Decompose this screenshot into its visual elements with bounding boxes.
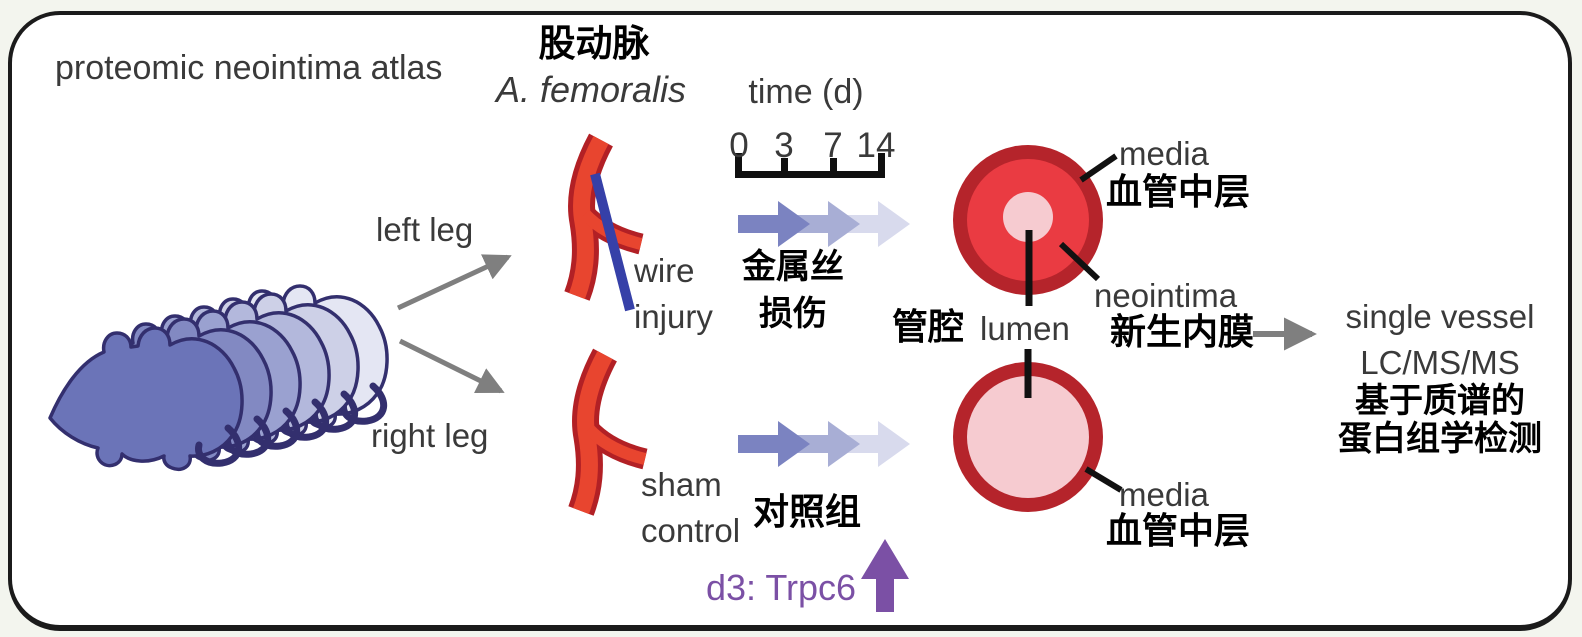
wire-injury-line1: wire xyxy=(634,252,695,289)
mice-illustration xyxy=(50,286,387,469)
lcmsms-line2: LC/MS/MS xyxy=(1360,343,1520,381)
media-label-bottom-zh: 血管中层 xyxy=(1106,510,1251,551)
femoral-artery-label-latin: A. femoralis xyxy=(495,69,687,110)
wire-injury-zh-line1: 金属丝 xyxy=(742,248,844,286)
sham-line2: control xyxy=(641,511,741,549)
lcmsms-zh-line1: 基于质谱的 xyxy=(1355,382,1525,420)
neointima-pointer-line xyxy=(1058,241,1101,282)
trpc6-finding-label: d3: Trpc6 xyxy=(706,567,857,608)
sham-vessel-cross-section xyxy=(953,362,1103,512)
wire-injury-line2: injury xyxy=(634,297,713,335)
media-label-bottom: media xyxy=(1119,476,1209,513)
progression-arrows-sham xyxy=(738,421,910,467)
timeline-tick-14: 14 xyxy=(856,126,896,165)
lcmsms-label-zh: 基于质谱的蛋白组学检测 xyxy=(1320,382,1560,458)
lumen-label-zh: 管腔 xyxy=(892,306,965,347)
wire-injury-label: wire injury xyxy=(634,248,713,339)
sham-line1: sham xyxy=(641,466,722,503)
figure-title: proteomic neointima atlas xyxy=(55,49,443,87)
sham-control-label: sham control xyxy=(641,462,740,553)
time-axis xyxy=(735,153,885,178)
wire-injury-zh-line2: 损伤 xyxy=(759,294,827,333)
femoral-artery-label-zh: 股动脉 xyxy=(538,23,650,64)
wire-injury-label-zh: 金属丝损伤 xyxy=(733,244,853,338)
sham-artery-icon xyxy=(568,348,648,516)
progression-arrows-injury xyxy=(738,201,910,247)
neointima-label: neointima xyxy=(1094,277,1238,314)
injured-artery-icon xyxy=(564,133,644,312)
media-pointer-line-bottom xyxy=(1084,466,1123,493)
media-label-top-zh: 血管中层 xyxy=(1106,171,1251,212)
timeline-tick-7: 7 xyxy=(823,126,843,165)
timeline-tick-3: 3 xyxy=(774,126,794,165)
sham-control-label-zh: 对照组 xyxy=(753,491,862,532)
wire-icon xyxy=(590,172,635,312)
trpc6-up-arrow-icon xyxy=(861,539,909,612)
injured-vessel-cross-section xyxy=(953,145,1103,295)
timeline-tick-0: 0 xyxy=(729,126,749,165)
neointima-label-zh: 新生内膜 xyxy=(1110,311,1255,352)
left-leg-label: left leg xyxy=(376,211,474,248)
lcmsms-line1: single vessel xyxy=(1345,298,1535,335)
right-leg-label: right leg xyxy=(371,417,489,454)
lumen-label-en: lumen xyxy=(980,310,1070,347)
media-pointer-line-top xyxy=(1079,153,1118,183)
left-leg-arrow xyxy=(396,254,512,311)
media-label-top: media xyxy=(1119,135,1209,172)
lcmsms-zh-line2: 蛋白组学检测 xyxy=(1338,420,1542,459)
timeline-label: time (d) xyxy=(748,73,864,111)
right-leg-arrow xyxy=(398,338,505,394)
